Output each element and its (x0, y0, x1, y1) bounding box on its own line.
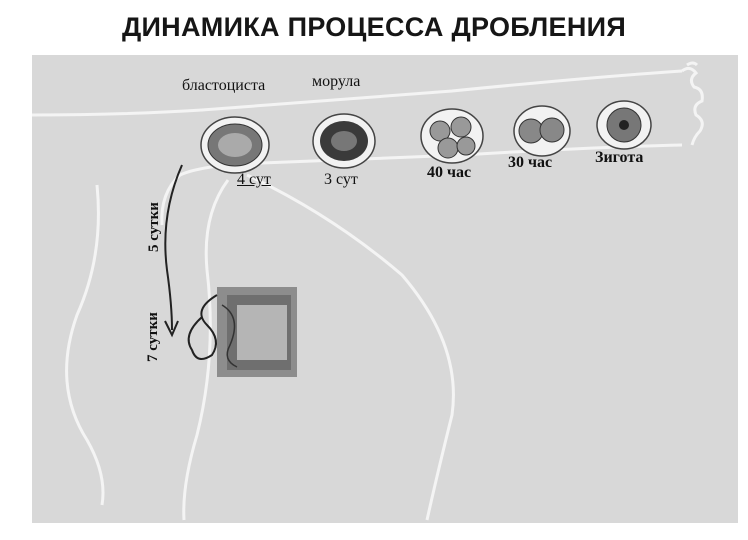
four-cell-stage (421, 109, 483, 163)
two-cell-stage (514, 106, 570, 156)
label-hour30: 30 час (508, 154, 552, 172)
label-morula: морула (312, 73, 360, 91)
uterus-left-wall (67, 185, 103, 505)
label-day3: 3 сут (324, 171, 358, 189)
uterine-tube-drawing (32, 55, 738, 523)
label-day4: 4 сут (237, 171, 271, 189)
blastocyst-cell (201, 117, 269, 173)
implantation-site (189, 287, 297, 377)
morula-cell (313, 114, 375, 168)
label-hour40: 40 час (427, 164, 471, 182)
label-blastocyst: бластоциста (182, 77, 265, 95)
label-7-days: 7 сутки (145, 312, 162, 362)
page-title: ДИНАМИКА ПРОЦЕССА ДРОБЛЕНИЯ (0, 12, 748, 43)
label-5-days: 5 сутки (146, 202, 163, 252)
diagram-panel: бластоциста морула 4 сут 3 сут 40 час 30… (32, 55, 738, 523)
label-zygote: Зигота (595, 149, 643, 167)
fimbriae (682, 68, 702, 145)
zygote-cell (597, 101, 651, 149)
